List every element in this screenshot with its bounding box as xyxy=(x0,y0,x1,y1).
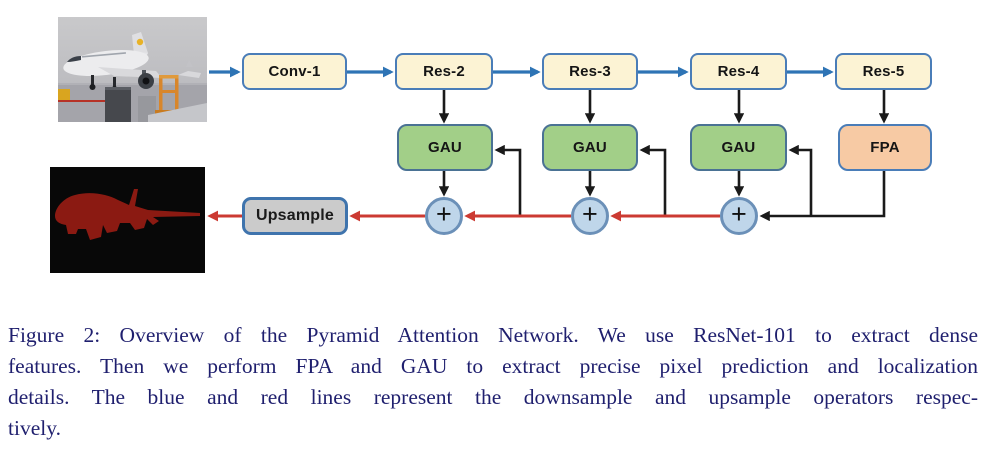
caption-line: features. Then we perform FPA and GAU to… xyxy=(8,354,978,378)
figure-caption: Figure 2: Overview of the Pyramid Attent… xyxy=(8,320,978,444)
node-gau-3: GAU xyxy=(542,124,638,171)
node-gau-label: GAU xyxy=(573,139,607,156)
caption-line: Figure 2: Overview of the Pyramid Attent… xyxy=(8,323,978,347)
orange-lift xyxy=(159,75,163,113)
node-res5-label: Res-5 xyxy=(862,63,905,80)
output-segmentation-mask xyxy=(50,167,205,273)
node-gau-label: GAU xyxy=(721,139,756,156)
node-upsample-label: Upsample xyxy=(255,207,335,224)
sum-node-2: + xyxy=(425,197,463,235)
node-res3: Res-3 xyxy=(542,53,638,90)
node-res2-label: Res-2 xyxy=(423,63,465,80)
node-fpa-label: FPA xyxy=(870,139,900,156)
node-gau-label: GAU xyxy=(428,139,462,156)
caption-line: details. The blue and red lines represen… xyxy=(8,385,978,409)
highlevel-to-gau4-arrow xyxy=(788,144,813,216)
plus-icon: + xyxy=(731,199,747,229)
node-conv1-label: Conv-1 xyxy=(268,63,321,80)
cockpit-windows xyxy=(67,56,81,62)
feature-arrows xyxy=(438,90,890,222)
distant-aircraft xyxy=(178,71,201,78)
highlevel-to-gau3-arrow xyxy=(639,144,667,216)
highlevel-to-gau2-arrow xyxy=(494,144,522,216)
sum-node-4: + xyxy=(720,197,758,235)
caption-line: tively. xyxy=(8,416,61,440)
ground-cabinet xyxy=(105,87,131,122)
node-gau-4: GAU xyxy=(690,124,787,171)
node-fpa: FPA xyxy=(838,124,932,171)
node-conv1: Conv-1 xyxy=(242,53,347,90)
ground-vehicle xyxy=(58,89,70,100)
plus-icon: + xyxy=(436,199,452,229)
plus-icon: + xyxy=(582,199,598,229)
node-res4-label: Res-4 xyxy=(717,63,760,80)
sum-node-3: + xyxy=(571,197,609,235)
node-gau-2: GAU xyxy=(397,124,493,171)
fpa-to-sum-arrow xyxy=(759,171,886,222)
connection-wires xyxy=(207,66,890,222)
airplane-silhouette xyxy=(55,189,200,240)
node-res3-label: Res-3 xyxy=(569,63,611,80)
figure-canvas: Conv-1 Res-2 Res-3 Res-4 Res-5 GAU GAU G… xyxy=(50,17,932,273)
input-airplane-photo xyxy=(58,17,207,122)
node-upsample: Upsample xyxy=(242,197,348,235)
node-res5: Res-5 xyxy=(835,53,932,90)
node-res4: Res-4 xyxy=(690,53,787,90)
node-res2: Res-2 xyxy=(395,53,493,90)
